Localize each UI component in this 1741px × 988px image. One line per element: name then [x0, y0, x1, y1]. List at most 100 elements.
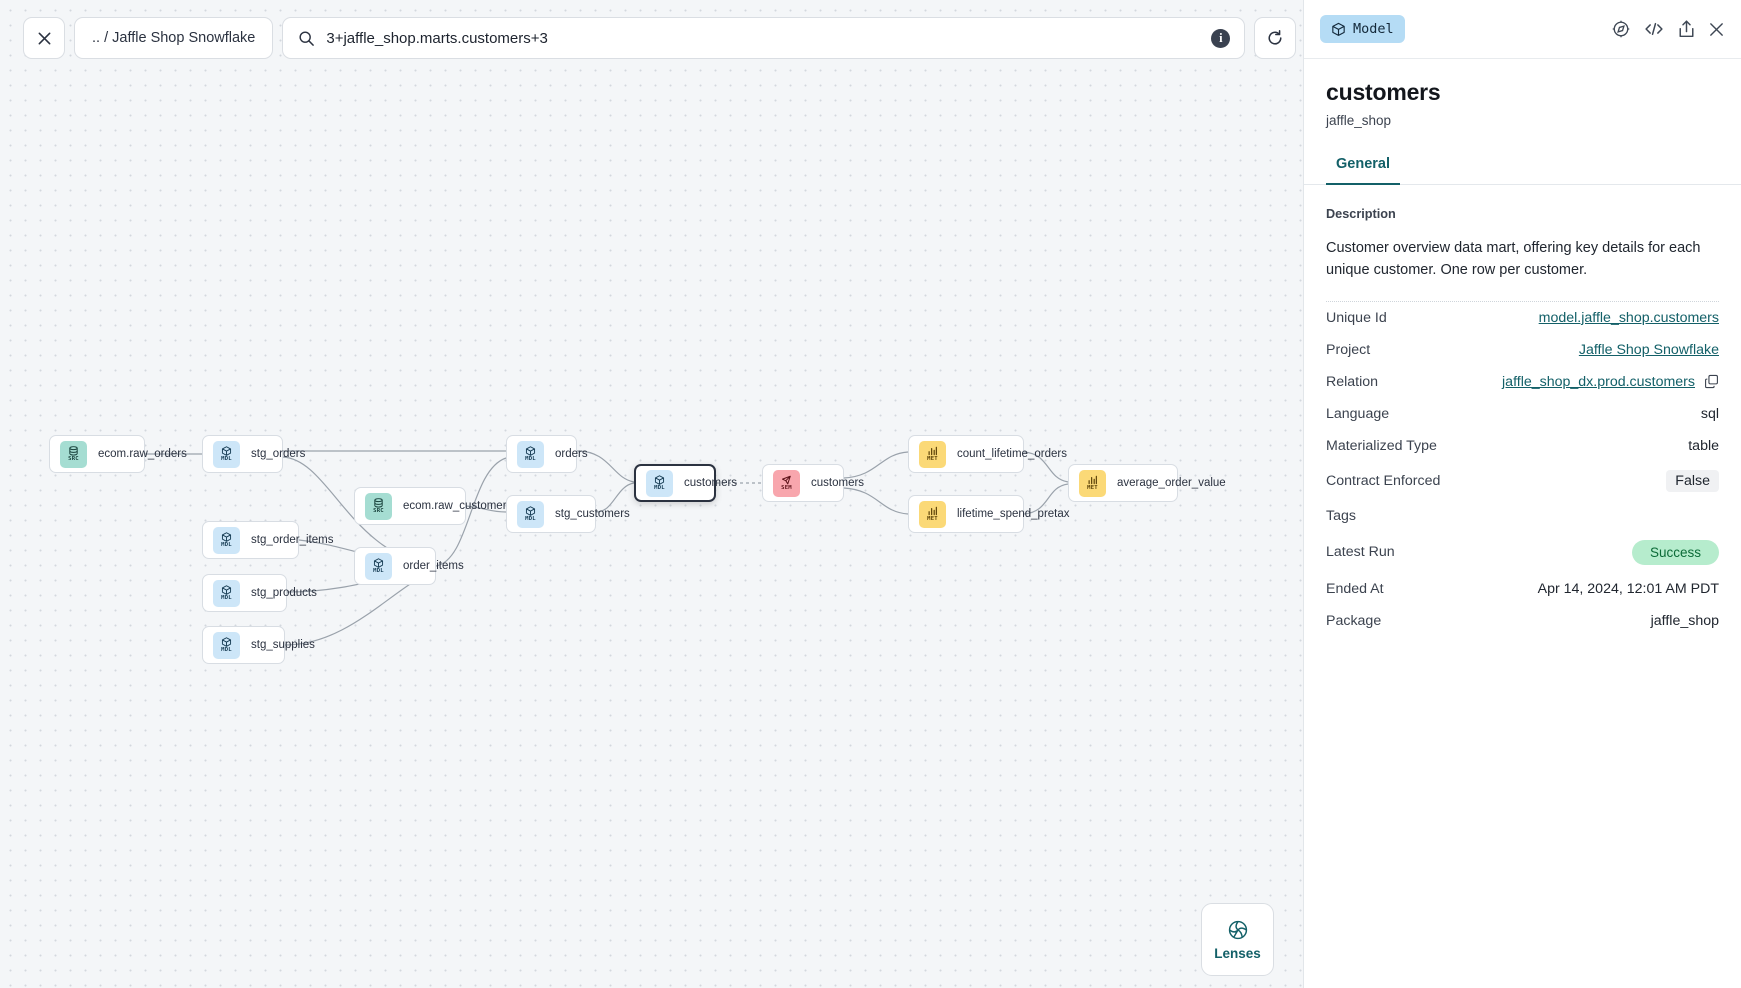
- graph-node-label: stg_orders: [251, 448, 306, 460]
- mdl-badge-icon: MDL: [213, 440, 240, 468]
- detail-row-key: Contract Enforced: [1326, 472, 1441, 489]
- detail-row-key: Project: [1326, 341, 1371, 358]
- detail-row-key: Materialized Type: [1326, 437, 1437, 454]
- graph-node-stg-order-items[interactable]: MDL stg_order_items: [202, 521, 333, 559]
- detail-row: Package jaffle_shop: [1326, 605, 1719, 637]
- detail-row: Materialized Type table: [1326, 430, 1719, 462]
- detail-row-value: Success: [1631, 539, 1719, 565]
- detail-row-value: jaffle_shop: [1650, 612, 1719, 629]
- detail-row: Unique Id model.jaffle_shop.customers: [1326, 302, 1719, 334]
- mdl-badge-icon: MDL: [213, 579, 240, 607]
- graph-node-label: stg_order_items: [251, 534, 334, 546]
- graph-node-label: stg_customers: [555, 508, 630, 520]
- panel-divider: [1326, 300, 1719, 302]
- graph-node-label: orders: [555, 448, 588, 460]
- resource-type-label: Model: [1353, 21, 1394, 37]
- resource-type-chip[interactable]: Model: [1320, 15, 1405, 43]
- breadcrumb-label: .. / Jaffle Shop Snowflake: [92, 30, 256, 46]
- detail-row-key: Tags: [1326, 507, 1356, 524]
- cube-icon: [1332, 22, 1345, 36]
- page-title: customers: [1326, 79, 1441, 105]
- graph-node-stg-products[interactable]: MDL stg_products: [202, 574, 317, 612]
- page-subtitle: jaffle_shop: [1326, 113, 1392, 128]
- canvas-toolbar: .. / Jaffle Shop Snowflake 3+jaffle_shop…: [23, 17, 1297, 59]
- detail-row-key: Language: [1326, 405, 1390, 422]
- mdl-badge-icon: MDL: [365, 552, 392, 580]
- detail-row: Relation jaffle_shop_dx.prod.customers: [1326, 366, 1719, 398]
- detail-row-key: Unique Id: [1326, 309, 1387, 326]
- detail-row-value[interactable]: Jaffle Shop Snowflake: [1578, 341, 1719, 358]
- mdl-badge-icon: MDL: [213, 631, 240, 659]
- code-icon[interactable]: [1643, 19, 1665, 39]
- detail-row: Tags: [1326, 500, 1719, 532]
- detail-row-key: Relation: [1326, 373, 1379, 390]
- detail-row-value: table: [1688, 437, 1719, 454]
- src-badge-icon: SRC: [60, 440, 87, 468]
- graph-node-label: customers: [811, 477, 865, 489]
- graph-node-label: ecom.raw_customers: [403, 500, 513, 512]
- relation-value-wrap: jaffle_shop_dx.prod.customers: [1502, 374, 1719, 390]
- detail-row-value: False: [1666, 469, 1719, 492]
- detail-row: Project Jaffle Shop Snowflake: [1326, 334, 1719, 366]
- met-badge-icon: MET: [919, 440, 946, 468]
- mdl-badge-icon: MDL: [213, 526, 240, 554]
- graph-node-label: order_items: [403, 560, 464, 572]
- detail-row-key: Ended At: [1326, 580, 1384, 597]
- graph-node-label: average_order_value: [1117, 477, 1226, 489]
- src-badge-icon: SRC: [365, 492, 392, 520]
- detail-row-key: Package: [1326, 612, 1382, 629]
- panel-toolbar: Model: [1304, 0, 1741, 59]
- detail-row-key: Latest Run: [1326, 544, 1395, 561]
- description-label: Description: [1326, 207, 1396, 221]
- detail-row: Latest Run Success: [1326, 532, 1719, 573]
- detail-row: Ended At Apr 14, 2024, 12:01 AM PDT: [1326, 573, 1719, 605]
- share-icon[interactable]: [1677, 19, 1696, 39]
- graph-node-label: stg_supplies: [251, 639, 315, 651]
- graph-node-label: stg_products: [251, 587, 317, 599]
- graph-node-ecom-raw-customers[interactable]: SRC ecom.raw_customers: [354, 487, 512, 525]
- tab-general[interactable]: General: [1326, 156, 1400, 185]
- graph-node-orders[interactable]: MDL orders: [506, 435, 588, 473]
- detail-row: Contract Enforced False: [1326, 462, 1719, 500]
- graph-node-label: lifetime_spend_pretax: [957, 508, 1070, 520]
- mdl-badge-icon: MDL: [646, 469, 673, 497]
- panel-header: customers jaffle_shop: [1304, 59, 1741, 128]
- graph-node-order-items[interactable]: MDL order_items: [354, 547, 464, 585]
- description-text: Customer overview data mart, offering ke…: [1326, 240, 1701, 279]
- graph-node-ecom-raw-orders[interactable]: SRC ecom.raw_orders: [49, 435, 187, 473]
- close-lineage-button[interactable]: [23, 17, 65, 59]
- panel-body: Description Customer overview data mart,…: [1304, 185, 1741, 988]
- detail-row-value: sql: [1700, 405, 1719, 422]
- details-panel: Model: [1303, 0, 1741, 988]
- breadcrumb[interactable]: .. / Jaffle Shop Snowflake: [74, 17, 274, 59]
- refresh-button[interactable]: [1254, 17, 1297, 59]
- graph-node-label: ecom.raw_orders: [98, 448, 187, 460]
- compass-icon[interactable]: [1611, 19, 1631, 39]
- detail-row-value: Apr 14, 2024, 12:01 AM PDT: [1537, 580, 1719, 597]
- graph-node-stg-supplies[interactable]: MDL stg_supplies: [202, 626, 315, 664]
- copy-icon[interactable]: [1704, 374, 1719, 389]
- graph-node-stg-orders[interactable]: MDL stg_orders: [202, 435, 305, 473]
- lineage-search[interactable]: 3+jaffle_shop.marts.customers+3 i: [282, 17, 1246, 59]
- aperture-icon: [1228, 920, 1247, 939]
- detail-row-value[interactable]: model.jaffle_shop.customers: [1538, 309, 1719, 326]
- graph-node-customers-sem[interactable]: SEM customers: [762, 464, 864, 502]
- close-panel-icon[interactable]: [1708, 21, 1725, 38]
- detail-row-value[interactable]: jaffle_shop_dx.prod.customers: [1502, 373, 1695, 390]
- search-input[interactable]: 3+jaffle_shop.marts.customers+3: [326, 29, 548, 47]
- lenses-button[interactable]: Lenses: [1201, 903, 1274, 976]
- sem-badge-icon: SEM: [773, 469, 800, 497]
- mdl-badge-icon: MDL: [517, 440, 544, 468]
- search-icon: [299, 30, 315, 46]
- detail-row: Language sql: [1326, 398, 1719, 430]
- search-info-icon[interactable]: i: [1211, 28, 1231, 48]
